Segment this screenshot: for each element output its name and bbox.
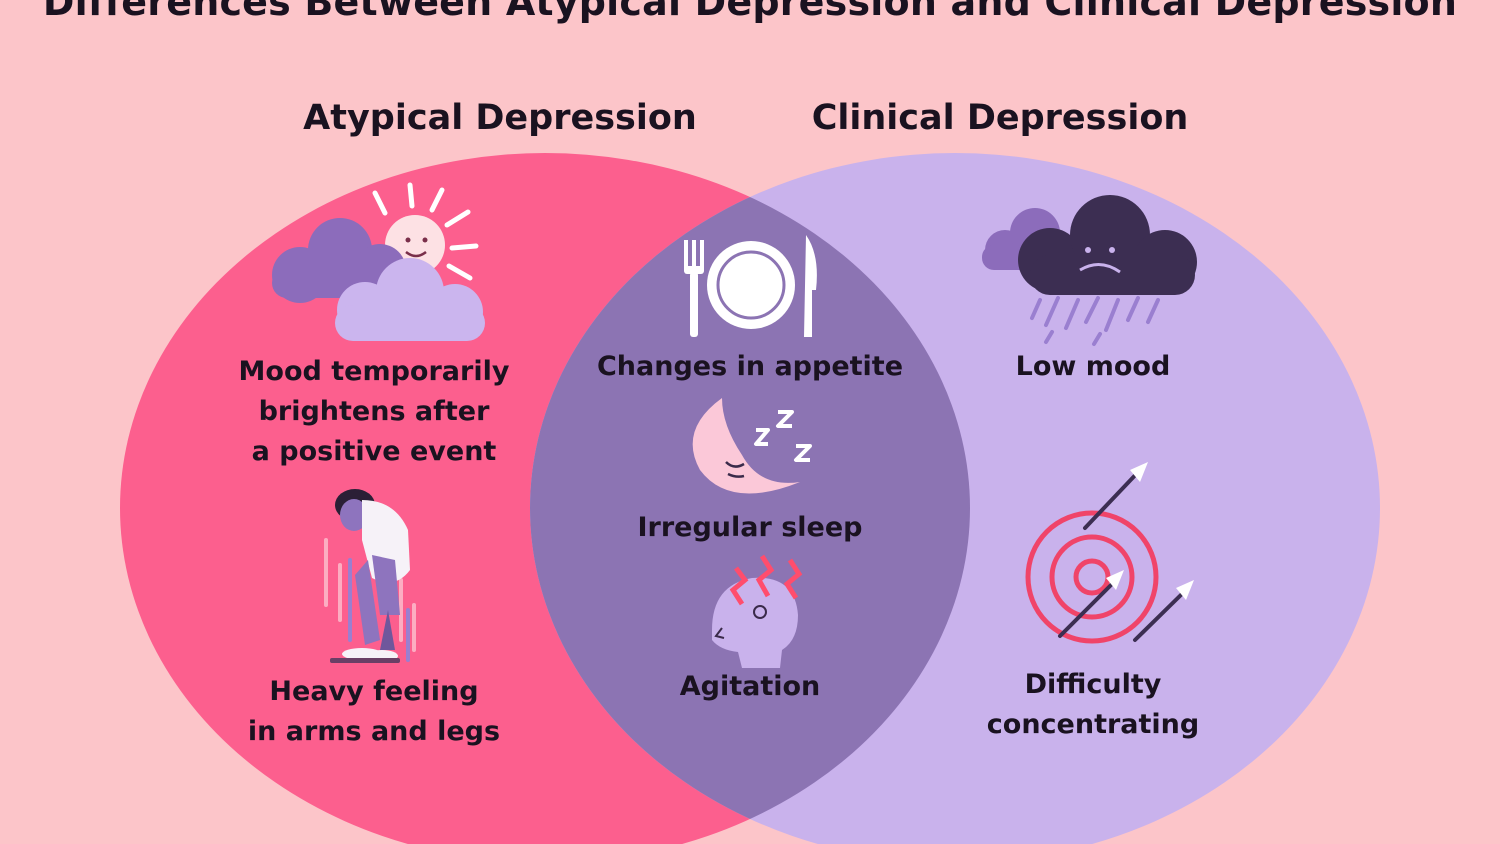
overlap-item-label-agitation: Agitation — [679, 671, 821, 702]
right-item-label-concentration: Difficulty concentrating — [986, 669, 1200, 740]
sun-behind-clouds-icon — [272, 182, 485, 341]
overlap-item-label-appetite: Changes in appetite — [596, 351, 904, 382]
plate-fork-knife-icon — [684, 235, 817, 337]
target-with-arrows-icon — [1025, 462, 1194, 644]
overlap-item-label-sleep: Irregular sleep — [637, 512, 863, 543]
agitated-head-icon — [712, 554, 803, 668]
overlap-region — [530, 153, 970, 844]
rain-cloud-icon — [982, 195, 1197, 346]
slumped-person-icon — [324, 489, 416, 663]
left-item-label-heavy-feeling: Heavy feeling in arms and legs — [247, 676, 501, 747]
left-item-label-mood-brightens: Mood temporarily brightens after a posit… — [238, 356, 510, 467]
right-item-label-low-mood: Low mood — [1015, 351, 1171, 382]
sleeping-moon-icon — [692, 398, 812, 494]
diagram-title: Differences Between Atypical Depression … — [42, 0, 1458, 24]
left-set-title: Atypical Depression — [303, 98, 697, 138]
right-set-title: Clinical Depression — [811, 98, 1189, 138]
